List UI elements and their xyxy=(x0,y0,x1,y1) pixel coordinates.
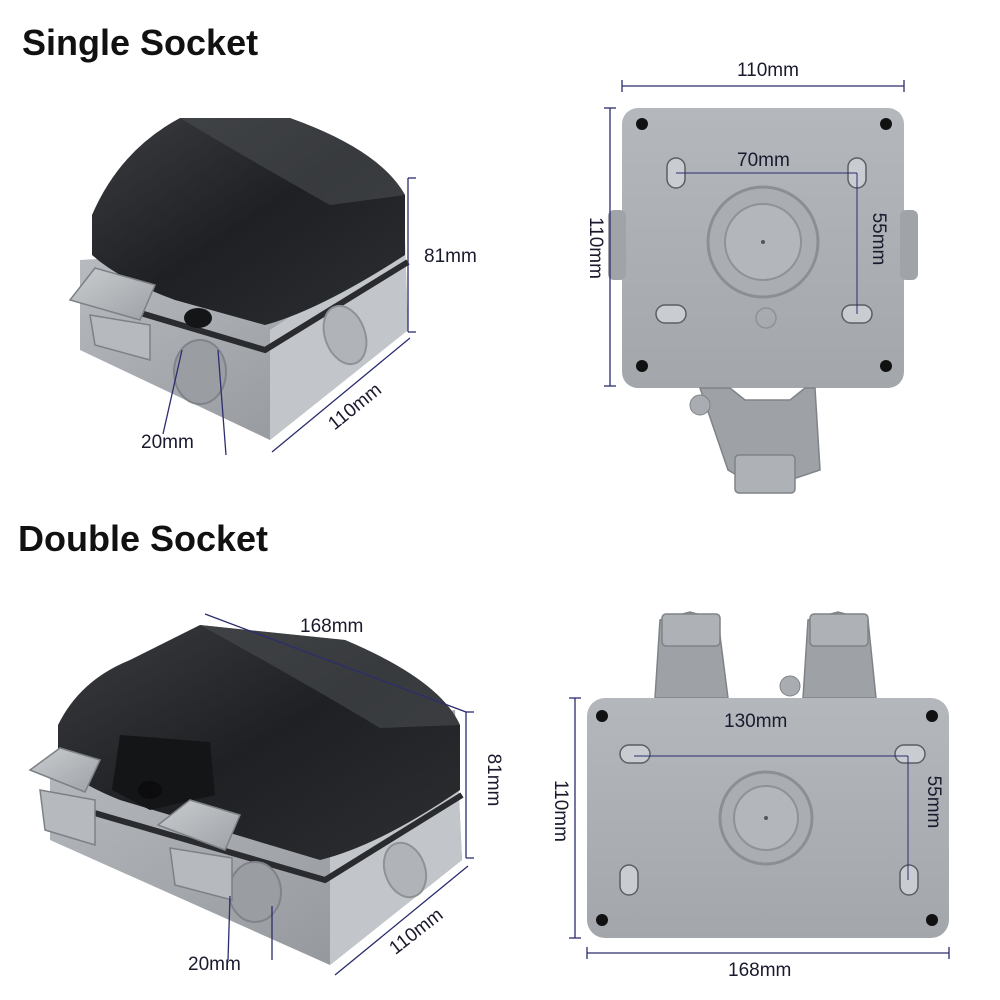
single-socket-perspective-photo xyxy=(68,118,410,440)
single-back-width-label: 110mm xyxy=(737,60,799,81)
double-back-height-label: 110mm xyxy=(550,780,571,842)
single-gland-knockout xyxy=(173,339,227,405)
double-flap-right xyxy=(156,799,242,851)
single-socket-back-photo xyxy=(608,108,918,494)
single-socket-heading: Single Socket xyxy=(22,22,259,63)
single-hole-y-label: 55mm xyxy=(868,213,889,266)
double-gland-label: 20mm xyxy=(188,954,241,975)
double-socket-back-photo xyxy=(587,611,949,938)
double-width-label: 168mm xyxy=(300,616,363,637)
single-back-height-label: 110mm xyxy=(585,217,606,279)
double-socket-perspective-photo xyxy=(28,625,464,965)
double-hole-x-label: 130mm xyxy=(724,711,787,732)
single-hole-x-label: 70mm xyxy=(737,150,790,171)
double-back-width-label: 168mm xyxy=(728,960,791,981)
single-flap xyxy=(68,267,157,321)
single-gland-label: 20mm xyxy=(141,432,194,453)
double-flap-left xyxy=(28,747,102,793)
double-hole-y-label: 55mm xyxy=(923,776,944,829)
double-corner-hole xyxy=(596,710,608,722)
double-height-label: 81mm xyxy=(483,754,504,807)
double-socket-heading: Double Socket xyxy=(18,518,269,559)
single-height-label: 81mm xyxy=(424,246,477,267)
single-corner-hole xyxy=(636,118,648,130)
double-gland-knockout xyxy=(228,861,282,923)
